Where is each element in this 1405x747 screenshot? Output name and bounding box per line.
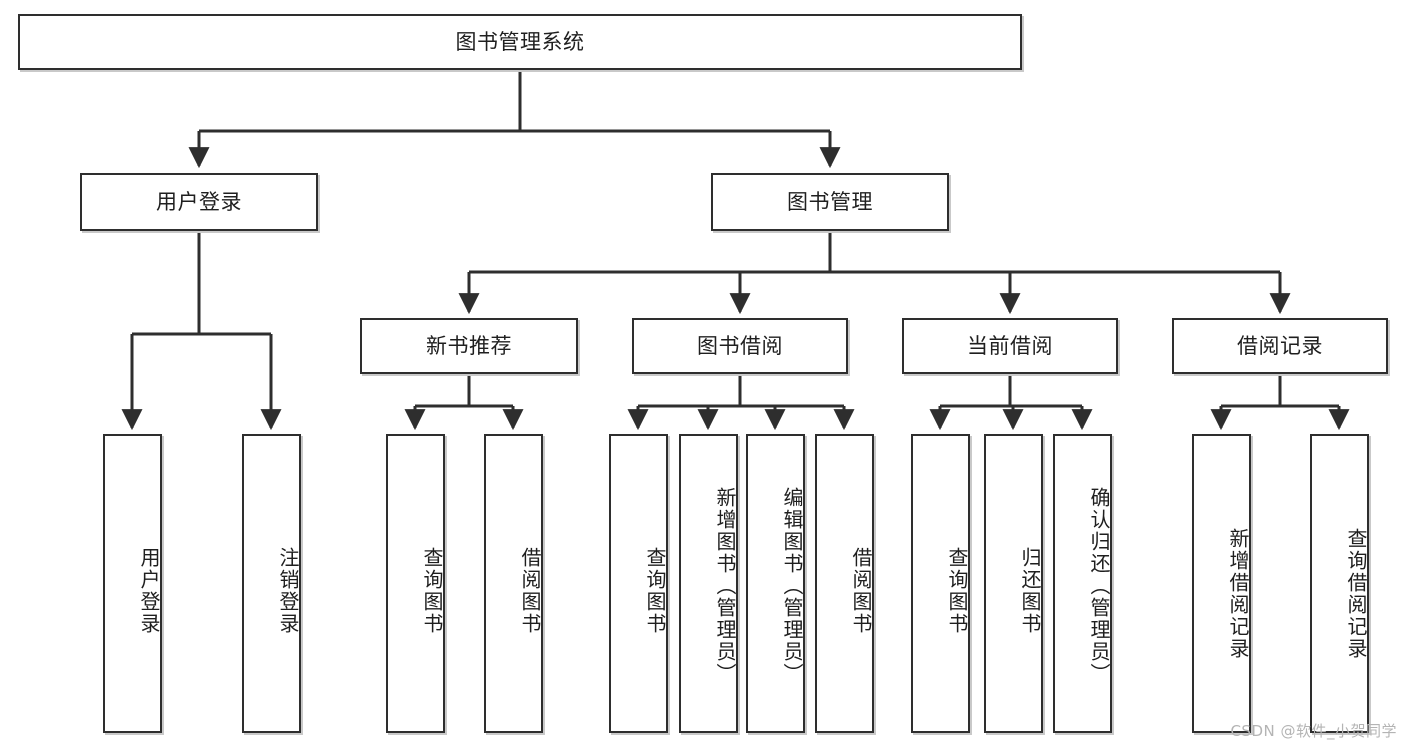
node-book-borrow-label: 图书借阅 bbox=[697, 333, 783, 358]
node-leaf-query-book-borrow[interactable]: 查询图书 bbox=[609, 434, 668, 733]
node-leaf-query-book-current-label: 查询图书 bbox=[945, 546, 969, 635]
node-leaf-add-borrow-record-label: 新增借阅记录 bbox=[1226, 527, 1250, 660]
node-leaf-add-book-admin[interactable]: 新增图书（管理员） bbox=[679, 434, 738, 733]
node-leaf-borrow-book[interactable]: 借阅图书 bbox=[815, 434, 874, 733]
node-leaf-edit-book-admin-label: 编辑图书（管理员） bbox=[780, 486, 804, 685]
node-leaf-confirm-return-admin[interactable]: 确认归还（管理员） bbox=[1053, 434, 1112, 733]
node-borrow-record[interactable]: 借阅记录 bbox=[1172, 318, 1388, 374]
node-leaf-query-book-recommend[interactable]: 查询图书 bbox=[386, 434, 445, 733]
node-leaf-add-borrow-record[interactable]: 新增借阅记录 bbox=[1192, 434, 1251, 733]
node-leaf-borrow-book-label: 借阅图书 bbox=[849, 546, 873, 635]
node-leaf-query-borrow-record-label: 查询借阅记录 bbox=[1344, 527, 1368, 660]
node-book-borrow[interactable]: 图书借阅 bbox=[632, 318, 848, 374]
node-leaf-add-book-admin-label: 新增图书（管理员） bbox=[713, 486, 737, 685]
node-leaf-query-book-borrow-label: 查询图书 bbox=[643, 546, 667, 635]
node-root[interactable]: 图书管理系统 bbox=[18, 14, 1022, 70]
node-leaf-user-login-label: 用户登录 bbox=[137, 546, 161, 635]
node-leaf-user-login[interactable]: 用户登录 bbox=[103, 434, 162, 733]
node-new-book-recommend[interactable]: 新书推荐 bbox=[360, 318, 578, 374]
node-leaf-query-borrow-record[interactable]: 查询借阅记录 bbox=[1310, 434, 1369, 733]
node-leaf-edit-book-admin[interactable]: 编辑图书（管理员） bbox=[746, 434, 805, 733]
node-user-login[interactable]: 用户登录 bbox=[80, 173, 318, 231]
node-book-manage-label: 图书管理 bbox=[787, 189, 873, 214]
node-book-manage[interactable]: 图书管理 bbox=[711, 173, 949, 231]
node-leaf-query-book-recommend-label: 查询图书 bbox=[420, 546, 444, 635]
node-root-label: 图书管理系统 bbox=[455, 29, 585, 54]
node-leaf-return-book[interactable]: 归还图书 bbox=[984, 434, 1043, 733]
csdn-watermark: CSDN @软件_小贺同学 bbox=[1230, 722, 1397, 740]
node-leaf-borrow-book-recommend[interactable]: 借阅图书 bbox=[484, 434, 543, 733]
node-borrow-record-label: 借阅记录 bbox=[1237, 333, 1323, 358]
node-leaf-borrow-book-recommend-label: 借阅图书 bbox=[518, 546, 542, 635]
node-leaf-user-logout[interactable]: 注销登录 bbox=[242, 434, 301, 733]
node-leaf-query-book-current[interactable]: 查询图书 bbox=[911, 434, 970, 733]
node-leaf-user-logout-label: 注销登录 bbox=[276, 546, 300, 635]
node-current-borrow-label: 当前借阅 bbox=[967, 333, 1053, 358]
node-new-book-recommend-label: 新书推荐 bbox=[426, 333, 512, 358]
node-leaf-confirm-return-admin-label: 确认归还（管理员） bbox=[1087, 486, 1111, 685]
node-current-borrow[interactable]: 当前借阅 bbox=[902, 318, 1118, 374]
node-user-login-label: 用户登录 bbox=[156, 189, 242, 214]
node-leaf-return-book-label: 归还图书 bbox=[1018, 546, 1042, 635]
